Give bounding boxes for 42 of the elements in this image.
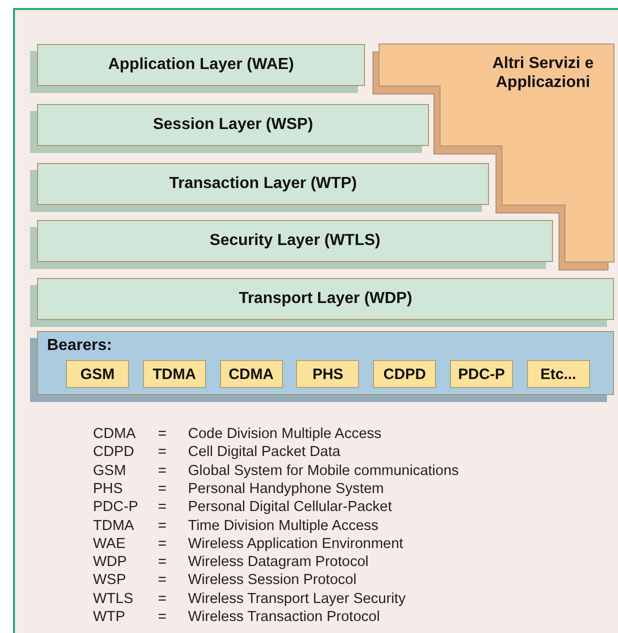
abbreviation: PHS [93, 480, 123, 498]
bearer-tag: PHS [296, 360, 360, 388]
bearer-tag: CDPD [373, 360, 436, 388]
equals-sign: = [158, 516, 166, 534]
equals-sign: = [158, 480, 166, 498]
equals-sign: = [158, 553, 166, 572]
block-title: Altri Servizi e Applicazioni [491, 54, 595, 92]
abbreviation: WDP [93, 553, 127, 572]
equals-sign: = [158, 590, 166, 608]
panel-heading: Bearers: [47, 337, 112, 355]
definition: Time Division Multiple Access [188, 516, 378, 534]
definition: Code Division Multiple Access [188, 425, 382, 443]
definition: Global System for Mobile communications [188, 462, 459, 480]
abbreviation: TDMA [93, 516, 134, 534]
equals-sign: = [158, 571, 166, 590]
abbreviation: CDMA [93, 425, 136, 443]
definition: Wireless Transport Layer Security [188, 590, 406, 608]
abbreviation: WSP [93, 571, 126, 590]
bearer-tag: TDMA [142, 360, 206, 388]
abbreviation: PDC-P [93, 498, 138, 516]
bearer-tag: Etc... [526, 360, 590, 388]
abbreviation: WTP [93, 608, 126, 626]
equals-sign: = [158, 443, 166, 462]
bearer-tag: GSM [66, 360, 129, 388]
definition: Wireless Application Environment [188, 534, 404, 553]
abbreviation: WAE [93, 534, 126, 553]
definition: Wireless Transaction Protocol [188, 608, 380, 626]
definition: Personal Handyphone System [188, 480, 384, 498]
equals-sign: = [158, 425, 166, 443]
bearer-tag: PDC-P [450, 360, 513, 388]
definition: Wireless Session Protocol [188, 571, 356, 590]
definition: Cell Digital Packet Data [188, 443, 340, 462]
abbreviation: GSM [93, 462, 126, 480]
equals-sign: = [158, 534, 166, 553]
definition: Wireless Datagram Protocol [188, 553, 368, 572]
equals-sign: = [158, 608, 166, 626]
bearer-tag: CDMA [220, 360, 283, 388]
definition: Personal Digital Cellular-Packet [188, 498, 392, 516]
equals-sign: = [158, 498, 166, 516]
abbreviation: CDPD [93, 443, 134, 462]
abbreviation: WTLS [93, 590, 134, 608]
equals-sign: = [158, 462, 166, 480]
